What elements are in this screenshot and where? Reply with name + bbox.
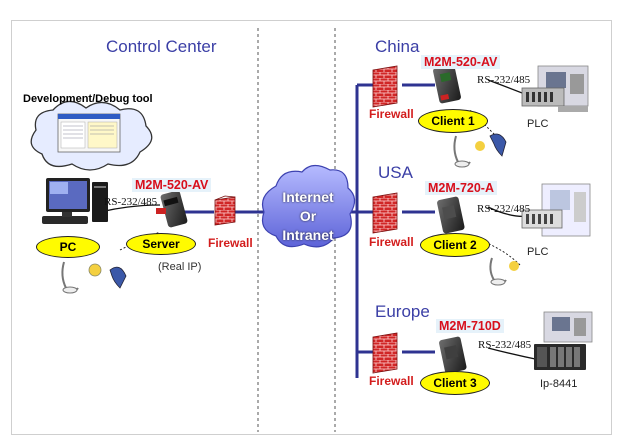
pc-node: PC [36, 236, 100, 258]
pc-computer [42, 178, 108, 224]
ip8441-controller [534, 344, 586, 370]
europe-model-label: M2M-710D [436, 319, 504, 333]
firewall-label-europe: Firewall [369, 374, 414, 388]
china-label: China [375, 37, 420, 56]
europe-label: Europe [375, 302, 430, 321]
internet-label: Internet Or Intranet [272, 188, 344, 245]
internet-line-2: Or [299, 208, 317, 224]
plc-china-label: PLC [527, 118, 549, 130]
usa-label: USA [378, 163, 413, 182]
client1-node: Client 1 [418, 109, 488, 133]
rs-label-server: RS-232/485 [104, 196, 158, 208]
firewall-label-china: Firewall [369, 107, 414, 121]
internet-line-1: Internet [282, 189, 334, 205]
internet-cloud [261, 164, 356, 248]
europe-machine [543, 311, 593, 343]
real-ip-label: (Real IP) [158, 261, 202, 273]
voip-headset-usa [489, 257, 519, 286]
firewall-label-usa: Firewall [369, 235, 414, 249]
voip-headset-china [453, 133, 507, 168]
client3-node: Client 3 [420, 371, 490, 395]
plc-usa-machine [521, 183, 591, 237]
rs-label-usa: RS-232/485 [477, 203, 531, 215]
china-model-label: M2M-520-AV [421, 55, 501, 69]
ip8441-label: Ip-8441 [540, 378, 578, 390]
client3-device [439, 336, 467, 374]
server-device [156, 190, 188, 228]
firewall-label-server: Firewall [208, 236, 253, 250]
client1-node-label: Client 1 [431, 114, 475, 128]
plc-usa-label: PLC [527, 246, 549, 258]
server-node-label: Server [142, 237, 180, 251]
internet-line-3: Intranet [282, 227, 334, 243]
firewall-europe [372, 332, 398, 374]
pc-node-label: PC [59, 240, 77, 254]
firewall-usa [372, 192, 398, 234]
firewall-server [214, 195, 236, 226]
firewall-china [372, 65, 398, 108]
voip-headset-left [61, 261, 127, 294]
client2-device [437, 196, 465, 234]
client2-node: Client 2 [420, 233, 490, 257]
client3-node-label: Client 3 [433, 376, 477, 390]
client1-device [433, 64, 461, 104]
usa-model-label: M2M-720-A [425, 181, 497, 195]
server-node: Server [126, 233, 196, 255]
outer-border [11, 20, 612, 435]
server-model-label: M2M-520-AV [132, 178, 212, 192]
dev-tool-label: Development/Debug tool [23, 93, 153, 105]
rs-label-china: RS-232/485 [477, 74, 531, 86]
plc-china-machine [521, 65, 589, 112]
rs-label-europe: RS-232/485 [478, 339, 532, 351]
control-center-label: Control Center [106, 37, 217, 56]
network-lines [173, 83, 435, 378]
debug-cloud [30, 100, 153, 196]
client2-node-label: Client 2 [433, 238, 477, 252]
